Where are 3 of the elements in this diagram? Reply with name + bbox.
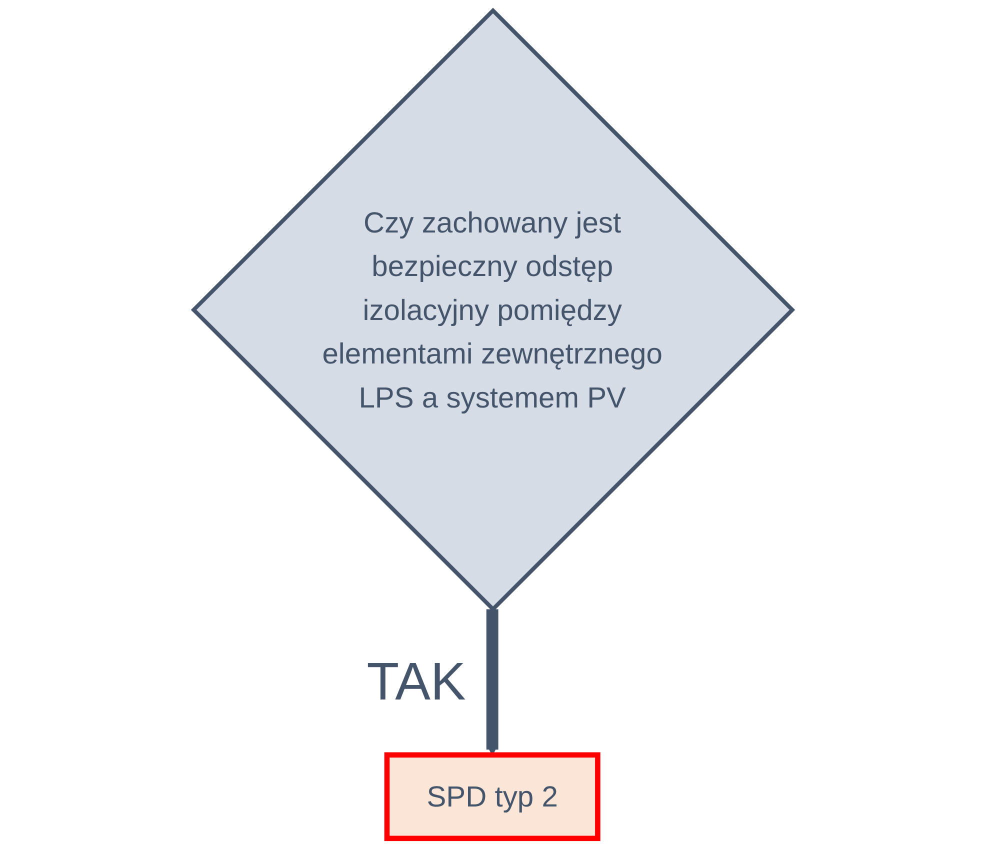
edge-label: TAK [366,652,466,712]
node-box: SPD typ 2 [384,752,600,842]
node-diamond: Czy zachowany jest bezpieczny odstęp izolacyjny pomiędzy elementami zewnętrznego LPS a systemem PV [190,8,796,612]
